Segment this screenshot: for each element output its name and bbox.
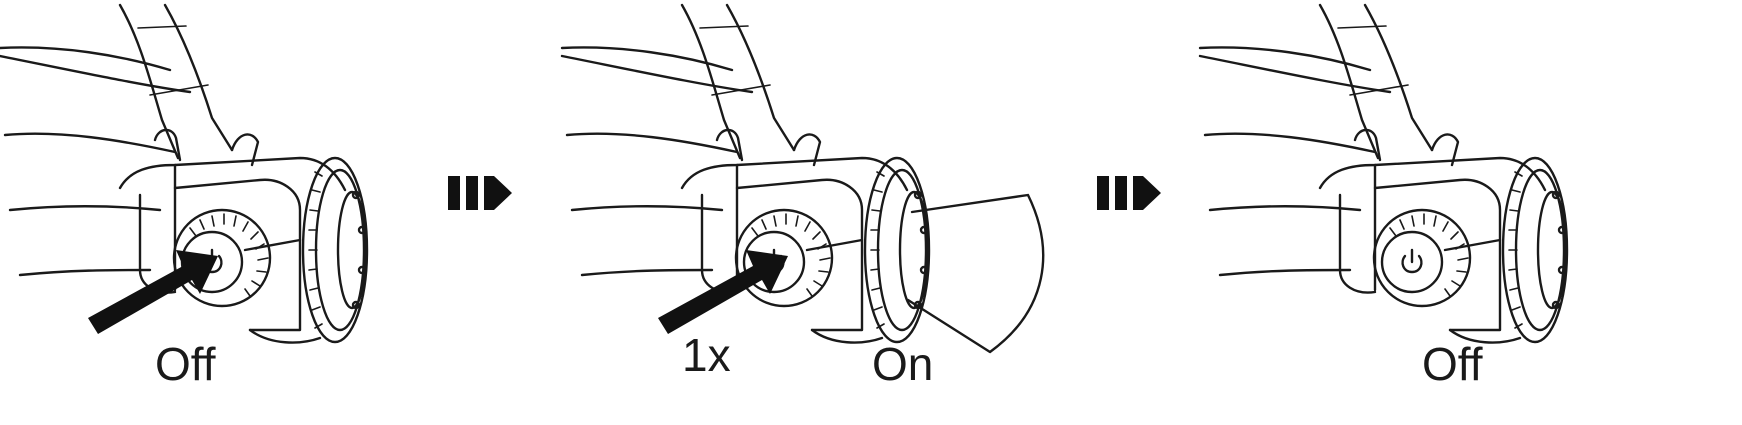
light-beam-icon bbox=[906, 193, 1045, 354]
transition-arrow-2-icon bbox=[1097, 176, 1161, 210]
step-1-state-label: Off bbox=[155, 338, 216, 390]
press-arrow-icon bbox=[88, 250, 218, 334]
headlamp-illustration bbox=[1198, 3, 1569, 344]
step-3-state-label: Off bbox=[1422, 338, 1483, 390]
step-1-panel: Off bbox=[0, 3, 369, 390]
headlamp-illustration bbox=[560, 3, 931, 344]
transition-arrow-1-icon bbox=[448, 176, 512, 210]
step-2-state-label: On bbox=[872, 338, 933, 390]
step-3-panel: Off bbox=[1198, 3, 1569, 390]
headlamp-illustration bbox=[0, 3, 369, 344]
step-2-press-count: 1x bbox=[682, 329, 731, 381]
step-2-panel: 1x On bbox=[560, 3, 1045, 390]
